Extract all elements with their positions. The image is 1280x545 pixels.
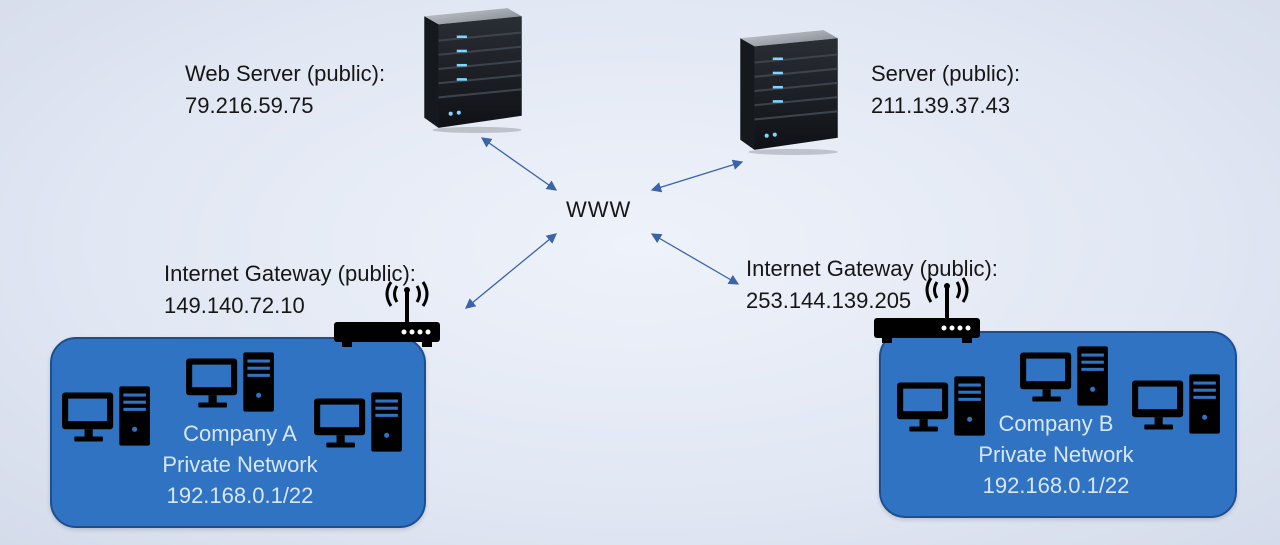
server-icon bbox=[728, 24, 848, 156]
company-a-name: Company A bbox=[183, 421, 297, 446]
company-b-subtitle: Private Network bbox=[978, 442, 1134, 467]
gateway-a-ip: 149.140.72.10 bbox=[164, 293, 305, 318]
web-server-label: Web Server (public): 79.216.59.75 bbox=[185, 58, 385, 122]
computer-icon bbox=[184, 350, 276, 414]
company-b-name: Company B bbox=[998, 411, 1114, 436]
gateway-b-title: Internet Gateway (public): bbox=[746, 256, 998, 281]
company-a-subtitle: Private Network bbox=[162, 452, 318, 477]
arrow-gateway-a bbox=[464, 233, 558, 309]
gateway-b-label: Internet Gateway (public): 253.144.139.2… bbox=[746, 253, 998, 317]
gateway-a-label: Internet Gateway (public): 149.140.72.10 bbox=[164, 258, 416, 322]
arrow-server bbox=[650, 159, 744, 193]
router-icon bbox=[872, 276, 982, 346]
server-icon bbox=[412, 2, 532, 134]
server-label: Server (public): 211.139.37.43 bbox=[871, 58, 1020, 122]
company-a-text: Company A Private Network 192.168.0.1/22 bbox=[140, 418, 340, 511]
server-ip: 211.139.37.43 bbox=[871, 93, 1011, 118]
company-a-subnet: 192.168.0.1/22 bbox=[166, 483, 314, 508]
company-b-subnet: 192.168.0.1/22 bbox=[982, 473, 1130, 498]
company-b-text: Company B Private Network 192.168.0.1/22 bbox=[956, 408, 1156, 501]
web-server-ip: 79.216.59.75 bbox=[185, 93, 314, 118]
web-server-title: Web Server (public): bbox=[185, 61, 386, 86]
www-label: WWW bbox=[566, 197, 632, 222]
gateway-a-title: Internet Gateway (public): bbox=[164, 261, 416, 286]
arrow-web-server bbox=[480, 137, 558, 191]
server-title: Server (public): bbox=[871, 61, 1021, 86]
computer-icon bbox=[60, 384, 152, 448]
computer-icon bbox=[1018, 344, 1110, 408]
router-icon bbox=[332, 280, 442, 350]
arrow-gateway-b bbox=[650, 233, 740, 285]
gateway-b-ip: 253.144.139.205 bbox=[746, 288, 912, 313]
